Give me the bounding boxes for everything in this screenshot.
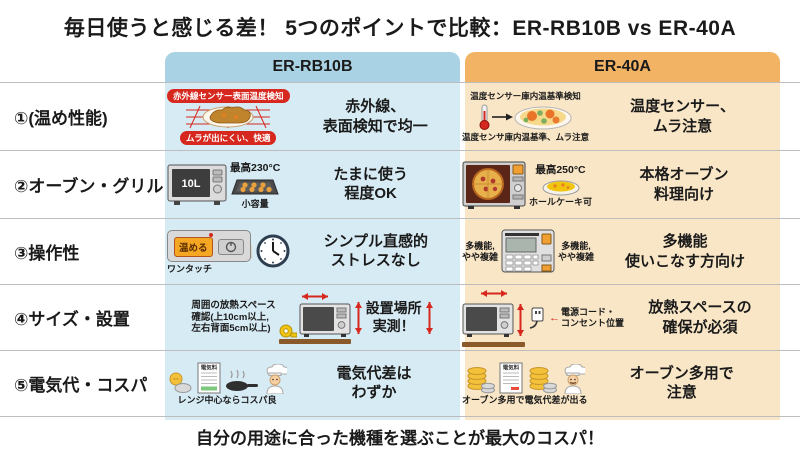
cell-er40a-warming: 温度センサー庫内温基準検知 温度センサ庫内温基準、: [460, 90, 775, 142]
plate-infrared-icon: [186, 105, 271, 128]
rb10b-size-summary: 設置場所 実測！: [365, 299, 422, 334]
footer-conclusion: 自分の用途に合った機種を選ぶことが最大のコスパ！: [196, 429, 604, 448]
warm-button: 温める: [174, 236, 213, 257]
electricity-bill-icon: 電気料: [197, 362, 221, 394]
rb10b-warming-summary: 赤外線、 表面検知で均一: [322, 98, 428, 135]
clock-icon: [256, 234, 290, 268]
row-label-warming-performance: ①(温め性能): [14, 109, 108, 128]
small-capacity-illustration: 最高230°C 小容量: [230, 160, 280, 210]
column-header-er-40a: ER-40A: [465, 52, 780, 82]
temp-sensor-caption-top: 温度センサー庫内温基準検知: [470, 91, 581, 102]
coin-stack-icon: [529, 366, 557, 393]
cookie-tray-icon: [231, 179, 279, 195]
row-size-installation: ④サイズ・設置 周囲の放熱スペース 確認(上10cm以上, 左右背面5cm以上): [0, 284, 800, 350]
whole-cake-caption: ホールケーキ可: [529, 196, 593, 207]
page-title: 毎日使うと感じる差！ 5つのポイントで比較：ER-RB10B vs ER-40A: [63, 17, 737, 40]
oven-pizza-icon: [462, 161, 526, 209]
whole-cake-illustration: 最高250°C ホールケーキ可: [529, 162, 592, 208]
one-touch-caption: ワンタッチ: [167, 264, 213, 275]
arrow-vertical-icon: [425, 301, 433, 334]
cell-rb10b-oven: 10L 最高230°C 小容量 たまに使う 程度OK: [165, 159, 460, 211]
range-cospa-caption: レンジ中心ならコスパ良: [177, 394, 277, 405]
coin-stack-icon: [467, 366, 495, 393]
comparison-table: ①(温め性能) 赤外線センサー表面温度検知 ムラが出にくい、快適: [0, 82, 800, 417]
cost-illustration-right: 電気料: [462, 362, 587, 406]
cell-er40a-operability: 多機能, やや複雑 多機能, やや複雑 多機能 使いこなす方向け: [460, 228, 775, 276]
cell-rb10b-operability: 温める ☝ ワンタッチ シンプル直感的 ストレスなし: [165, 227, 460, 276]
temp-sensor-illustration: 温度センサー庫内温基準検知 温度センサ庫内温基準、: [462, 91, 589, 141]
gratin-dish-icon: [542, 180, 579, 196]
row-operability: ③操作性 温める ☝ ワンタッチ: [0, 218, 800, 284]
svg-text:10L: 10L: [182, 178, 201, 190]
microwave-10l-icon: 10L: [167, 164, 227, 206]
er40a-cost-summary: オーブン多用で 注意: [629, 365, 734, 402]
cell-er40a-oven: 最高250°C ホールケーキ可 本格オーブン 料理向け: [460, 159, 775, 211]
er40a-oven-summary: 本格オーブン 料理向け: [639, 166, 729, 203]
er40a-operability-summary: 多機能 使いこなす方向け: [625, 233, 746, 270]
arrow-left-icon: ←: [549, 311, 560, 324]
installation-illustration: [462, 289, 525, 347]
cell-rb10b-cost: 電気料: [165, 361, 460, 407]
multifunction-note-right: 多機能, やや複雑: [558, 240, 595, 262]
er40a-size-summary: 放熱スペースの 確保が必須: [648, 299, 752, 336]
infrared-sensor-badge: 赤外線センサー表面温度検知: [167, 88, 290, 103]
thermometer-plate-icon: [479, 104, 572, 130]
coins-icon: [169, 372, 192, 393]
oven-cost-caption: オーブン多用で電気代差が出る: [462, 394, 588, 405]
rb10b-operability-summary: シンプル直感的 ストレスなし: [323, 233, 429, 270]
row-label-oven-grill: ②オーブン・グリル: [14, 177, 164, 196]
clearance-note: 周囲の放熱スペース 確認(上10cm以上, 左右背面5cm以上): [191, 300, 276, 335]
cost-illustration-left: 電気料: [167, 362, 287, 406]
shelf: [278, 338, 351, 344]
shelf: [462, 341, 525, 347]
frying-pan-icon: [226, 369, 258, 391]
chef-woman-icon: [266, 363, 287, 394]
control-panel-simple-icon: 温める: [167, 229, 251, 262]
multifunction-note-left: 多機能, やや複雑: [462, 240, 499, 262]
row-label-size-installation: ④サイズ・設置: [14, 310, 130, 329]
tape-measure-icon: [279, 324, 297, 337]
indicator-dot: [208, 232, 213, 237]
power-button-icon: [217, 238, 244, 255]
chef-man-icon: [564, 363, 585, 394]
row-label-electricity-cost: ⑤電気代・コスパ: [14, 376, 148, 395]
power-cord-caption: 電源コード・ コンセント位置: [561, 306, 625, 328]
cell-rb10b-warming: 赤外線センサー表面温度検知 ムラが出にくい、快適 赤外線、 表面検知で均一: [165, 88, 460, 146]
max-temp-230: 最高230°C: [230, 161, 281, 174]
column-header-er-rb10b: ER-RB10B: [165, 52, 460, 82]
microwave-icon: [299, 303, 351, 337]
one-touch-illustration: 温める ☝ ワンタッチ: [167, 228, 253, 275]
arrow-vertical-icon: [354, 301, 362, 334]
measure-illustration: [278, 292, 351, 344]
electricity-bill-icon: 電気料: [499, 362, 523, 394]
er40a-warming-summary: 温度センサー、 ムラ注意: [630, 98, 735, 135]
cell-er40a-size: ← 電源コード・ コンセント位置 放熱スペースの 確保が必須: [460, 288, 775, 348]
row-label-operability: ③操作性: [14, 244, 80, 263]
svg-text:電気料: 電気料: [502, 363, 519, 371]
infrared-illustration: 赤外線センサー表面温度検知 ムラが出にくい、快適: [167, 88, 290, 145]
cell-er40a-cost: 電気料: [460, 361, 775, 407]
temp-sensor-caption-bottom: 温度センサ庫内温基準、ムラ注意: [462, 131, 590, 142]
small-capacity-caption: 小容量: [241, 198, 269, 209]
power-plug-icon: [529, 307, 544, 329]
microwave-icon: [462, 303, 514, 337]
even-heating-badge: ムラが出にくい、快適: [180, 130, 277, 145]
rb10b-oven-summary: たまに使う 程度OK: [333, 166, 408, 203]
arrow-vertical-icon: [517, 303, 524, 336]
cell-rb10b-size: 周囲の放熱スペース 確認(上10cm以上, 左右背面5cm以上): [165, 291, 460, 345]
max-temp-250: 最高250°C: [535, 163, 586, 176]
row-electricity-cost: ⑤電気代・コスパ 電気料: [0, 350, 800, 417]
rb10b-cost-summary: 電気代差は わずか: [336, 365, 412, 402]
arrow-horizontal-icon: [480, 289, 507, 297]
row-warming-performance: ①(温め性能) 赤外線センサー表面温度検知 ムラが出にくい、快適: [0, 82, 800, 150]
control-panel-complex-icon: [501, 229, 555, 272]
svg-text:電気料: 電気料: [201, 363, 218, 371]
arrow-horizontal-icon: [301, 292, 328, 300]
row-oven-grill: ②オーブン・グリル 10L 最高230°C: [0, 150, 800, 218]
